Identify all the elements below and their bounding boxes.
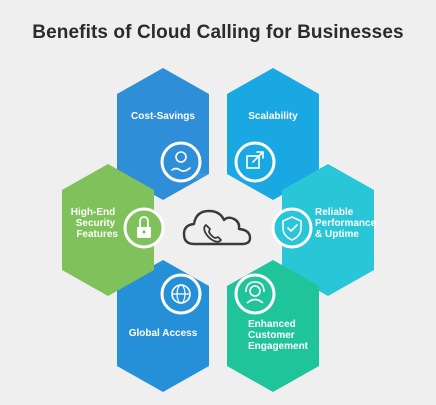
label-security-features: High-End Security Features xyxy=(71,207,119,240)
hex-reliable-performance xyxy=(282,164,374,296)
page-title: Benefits of Cloud Calling for Businesses xyxy=(32,22,404,43)
hex-security-features xyxy=(62,164,154,296)
expand-arrow-icon xyxy=(234,141,276,183)
lock-icon xyxy=(123,207,165,249)
cloud-phone-icon xyxy=(182,209,252,246)
label-global-access: Global Access xyxy=(129,328,198,339)
label-cost-savings: Cost-Savings xyxy=(131,111,195,122)
shield-check-icon xyxy=(271,207,313,249)
label-customer-engagement: Enhanced Customer Engagement xyxy=(248,319,309,352)
hand-coin-icon xyxy=(160,141,202,183)
label-scalability: Scalability xyxy=(248,111,298,122)
globe-icon xyxy=(160,273,202,315)
headset-agent-icon xyxy=(234,273,276,315)
label-reliable-performance: Reliable Performance & Uptime xyxy=(315,207,379,240)
